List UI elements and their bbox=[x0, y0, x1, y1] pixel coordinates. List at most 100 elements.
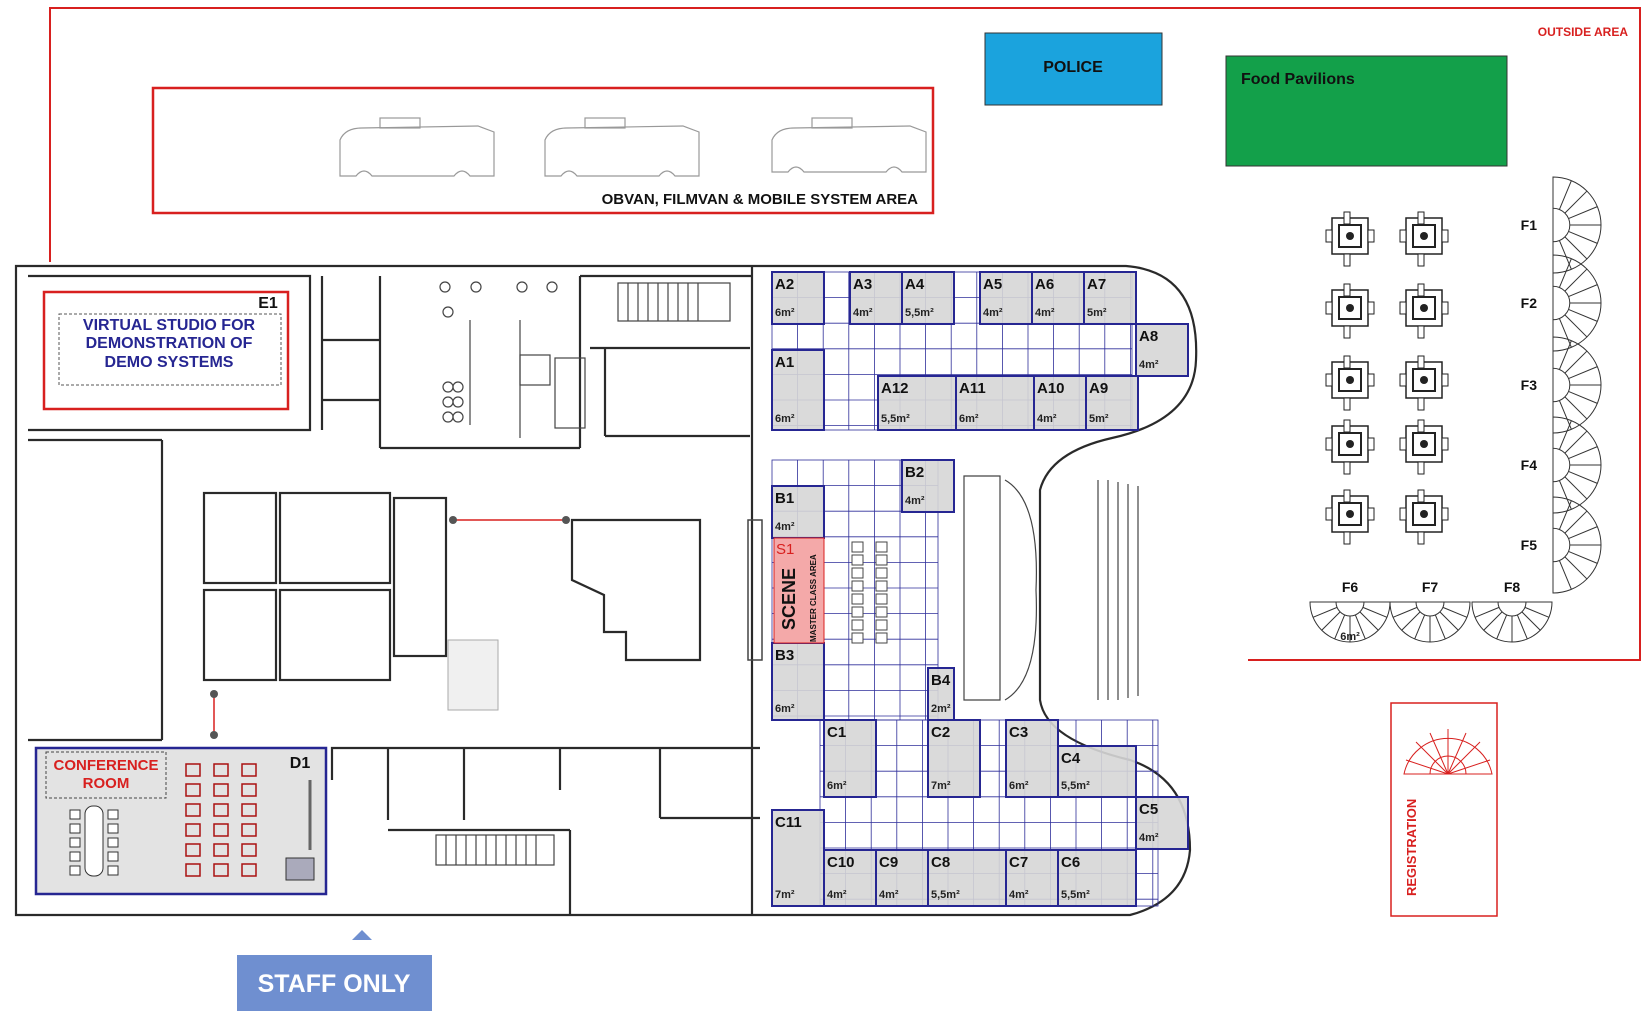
virtual-studio-e1[interactable] bbox=[42, 290, 290, 411]
booth-area: 7m² bbox=[775, 889, 795, 901]
kiosk-f6-area: 6m² bbox=[1340, 631, 1360, 643]
booth-area: 6m² bbox=[775, 307, 795, 319]
booth-c11[interactable]: C11 7m² bbox=[771, 809, 825, 907]
kiosk-code: F2 bbox=[1521, 295, 1538, 311]
food-table-icon bbox=[1325, 355, 1375, 411]
kiosk-f3[interactable] bbox=[1552, 336, 1602, 434]
booth-c6[interactable]: C6 5,5m² bbox=[1057, 849, 1137, 907]
booth-c4[interactable]: C45,5m² bbox=[1057, 745, 1137, 798]
left-wing-walls bbox=[28, 266, 754, 915]
staff-only-sign[interactable] bbox=[237, 955, 432, 1011]
building-outline bbox=[14, 264, 1198, 917]
kiosk-code: F1 bbox=[1521, 217, 1538, 233]
d1-code: D1 bbox=[290, 755, 311, 772]
food-table-icon bbox=[1325, 211, 1375, 267]
booth-area: 6m² bbox=[1009, 780, 1029, 792]
outside-area-label: OUTSIDE AREA bbox=[1538, 25, 1629, 39]
food-tables-layer bbox=[1325, 211, 1449, 545]
virtual-studio-inner bbox=[58, 313, 282, 386]
booth-area: 4m² bbox=[1035, 307, 1055, 319]
booth-area: 5,5m² bbox=[931, 889, 960, 901]
booth-a12[interactable]: A12 5,5m² bbox=[877, 375, 957, 431]
booth-area: 5,5m² bbox=[905, 307, 934, 319]
booth-area: 5m² bbox=[1087, 307, 1107, 319]
booth-code: A11 bbox=[959, 380, 986, 397]
booth-code: A12 bbox=[881, 380, 909, 397]
kiosk-f1[interactable] bbox=[1552, 176, 1602, 274]
scene-stage[interactable] bbox=[773, 537, 825, 644]
booth-code: C11 bbox=[775, 814, 802, 831]
kiosk-f6[interactable] bbox=[1309, 601, 1391, 643]
booth-code: A5 bbox=[983, 276, 1002, 293]
kiosk-f7[interactable] bbox=[1389, 601, 1471, 643]
food-table-icon bbox=[1325, 419, 1375, 475]
booth-area: 5,5m² bbox=[881, 413, 910, 425]
kiosk-code: F3 bbox=[1521, 377, 1538, 393]
booth-area: 6m² bbox=[959, 413, 979, 425]
booth-area: 5,5m² bbox=[1061, 889, 1090, 901]
booth-c2[interactable]: C2 7m² bbox=[927, 719, 981, 798]
booth-area: 4m² bbox=[1009, 889, 1029, 901]
booth-a5[interactable]: A5 4m² bbox=[979, 271, 1033, 325]
booth-area: 4m² bbox=[1139, 832, 1159, 844]
node-icon bbox=[562, 516, 570, 524]
booth-area: 4m² bbox=[1037, 413, 1057, 425]
kiosk-code: F8 bbox=[1504, 579, 1521, 595]
food-pavilions-label: Food Pavilions bbox=[1241, 71, 1355, 88]
outside-area-boundary bbox=[49, 7, 1641, 661]
booth-code: C6 bbox=[1061, 854, 1080, 871]
node-icon bbox=[210, 731, 218, 739]
booth-code: A3 bbox=[853, 276, 872, 293]
kiosk-code: F6 bbox=[1342, 579, 1359, 595]
booth-area: 4m² bbox=[905, 495, 925, 507]
police-label: POLICE bbox=[1043, 59, 1103, 76]
conference-line2: ROOM bbox=[83, 775, 130, 792]
booth-code: C10 bbox=[827, 854, 855, 871]
booth-code: A8 bbox=[1139, 328, 1158, 345]
kiosk-f4[interactable] bbox=[1552, 416, 1602, 514]
booth-c3[interactable]: C3 6m² bbox=[1005, 719, 1059, 798]
booth-code: C1 bbox=[827, 724, 846, 741]
booth-area: 2m² bbox=[931, 703, 951, 715]
booth-b2[interactable]: B2 4m² bbox=[901, 459, 955, 513]
booth-area: 4m² bbox=[983, 307, 1003, 319]
booth-area: 7m² bbox=[931, 780, 951, 792]
booth-c8[interactable]: C85,5m² bbox=[927, 849, 1007, 907]
booth-code: C3 bbox=[1009, 724, 1028, 741]
food-table-icon bbox=[1399, 489, 1449, 545]
kiosk-f5[interactable] bbox=[1552, 496, 1602, 594]
police-zone[interactable] bbox=[984, 32, 1163, 106]
food-pavilions-zone[interactable] bbox=[1225, 55, 1508, 167]
booth-code: B2 bbox=[905, 464, 924, 481]
conference-room-d1[interactable] bbox=[34, 746, 328, 896]
booth-code: C2 bbox=[931, 724, 950, 741]
booth-a4[interactable]: A45,5m² bbox=[901, 271, 955, 325]
kiosk-f2[interactable] bbox=[1552, 254, 1602, 352]
booth-code: B1 bbox=[775, 490, 794, 507]
booth-code: A1 bbox=[775, 354, 794, 371]
obvan-area[interactable] bbox=[151, 86, 935, 215]
node-icon bbox=[449, 516, 457, 524]
stairs-bottom bbox=[435, 834, 555, 866]
booth-area: 6m² bbox=[775, 703, 795, 715]
kiosk-f8[interactable] bbox=[1471, 601, 1553, 643]
booth-code: C9 bbox=[879, 854, 898, 871]
booth-a11[interactable]: A11 6m² bbox=[955, 375, 1035, 431]
